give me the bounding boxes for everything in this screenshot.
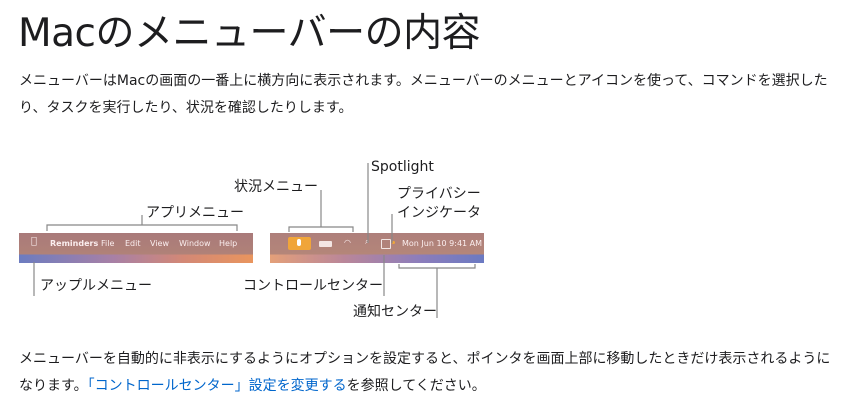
apple-icon:  (31, 236, 37, 247)
label-apple-menu: アップルメニュー (40, 278, 152, 294)
footer-text-after: を参照してください。 (346, 378, 486, 394)
label-notification-center: 通知センター (353, 304, 437, 320)
page-title: Macのメニューバーの内容 (18, 11, 481, 56)
label-privacy-1: プライバシー (397, 186, 481, 202)
label-control-center: コントロールセンター (243, 278, 383, 294)
footer-text: メニューバーを自動的に非表示にするようにオプションを設定すると、ポインタを画面上… (19, 346, 834, 400)
menu-file: File (101, 239, 115, 248)
menu-edit: Edit (125, 239, 141, 248)
privacy-indicator-dot (392, 241, 395, 244)
intro-text: メニューバーはMacの画面の一番上に横方向に表示されます。メニューバーのメニュー… (19, 73, 828, 116)
menu-reminders: Reminders (50, 239, 99, 248)
menu-window: Window (179, 239, 211, 248)
battery-icon (319, 241, 332, 247)
right-menubar: ◠ ⌕ Mon Jun 10 9:41 AM (270, 233, 484, 263)
label-app-menu: アプリメニュー (146, 205, 244, 221)
menu-view: View (150, 239, 169, 248)
control-center-settings-link[interactable]: 「コントロールセンター」設定を変更する (87, 378, 347, 394)
wifi-icon: ◠ (344, 238, 351, 247)
microphone-icon (288, 237, 311, 250)
control-center-icon (381, 239, 391, 249)
label-privacy-2: インジケータ (397, 205, 481, 221)
menu-help: Help (219, 239, 238, 248)
footer-text-before: メニューバーを自動的に非表示にするようにオプションを設定すると、ポインタを画面上… (19, 351, 831, 394)
label-spotlight: Spotlight (371, 159, 434, 175)
left-menubar:  Reminders File Edit View Window Help (19, 233, 253, 263)
label-status-menu: 状況メニュー (234, 179, 318, 195)
search-icon: ⌕ (365, 237, 370, 246)
menubar-datetime: Mon Jun 10 9:41 AM (402, 239, 483, 248)
